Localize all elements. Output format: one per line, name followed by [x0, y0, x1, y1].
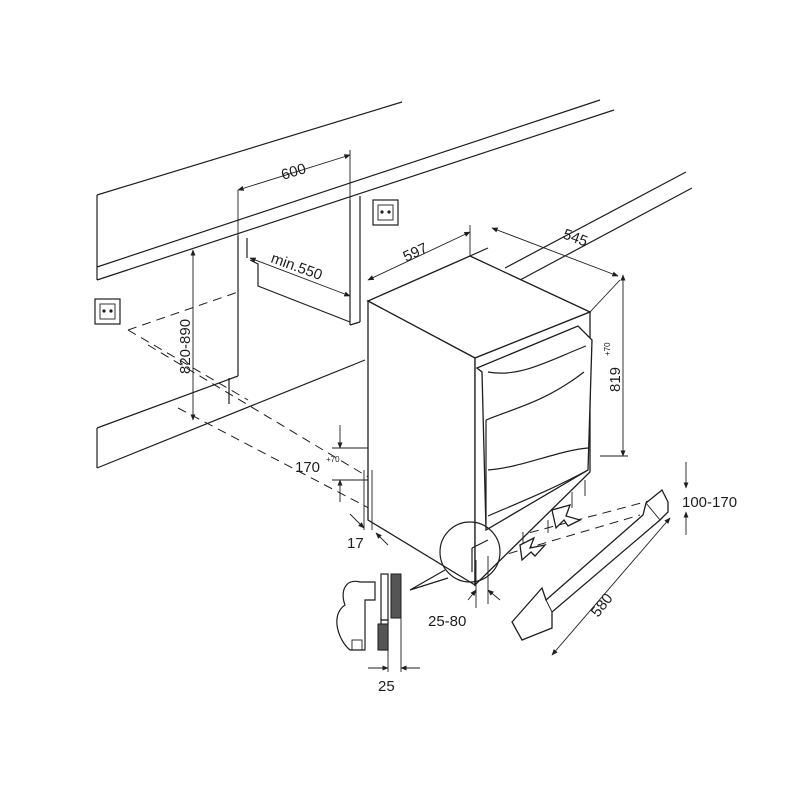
- dim-170-label: 170: [295, 459, 320, 476]
- dim-100-170-label: 100-170: [682, 494, 737, 511]
- detail-magnifier: [409, 521, 501, 591]
- right-cabinet-panel: [349, 196, 361, 326]
- wall-socket-icon: [94, 298, 121, 325]
- dim-820-890-label: 820-890: [177, 319, 194, 374]
- dim-580-label: 580: [588, 590, 617, 620]
- dim-597-label: 597: [401, 240, 431, 266]
- left-cabinet-panel: [228, 236, 248, 404]
- dim-545-label: 545: [561, 226, 590, 251]
- dim-600-label: 600: [279, 160, 308, 184]
- door-panel-top: [390, 573, 402, 619]
- unit-top-edges: [469, 247, 621, 313]
- dim-25-label: 25: [378, 678, 395, 695]
- dim-819-superscript: +70: [603, 342, 612, 356]
- door-detail-view: [336, 573, 402, 672]
- fridge-appliance: [366, 255, 593, 587]
- door-panel-bottom: [377, 623, 389, 651]
- countertop: [96, 99, 615, 281]
- dimension-lines: [190, 150, 689, 671]
- dim-17-label: 17: [347, 535, 364, 552]
- dim-min-550-label: min.550: [269, 250, 325, 284]
- dim-25-80-label: 25-80: [428, 613, 466, 630]
- wall-socket-icon: [372, 199, 399, 226]
- dim-170-superscript: +70: [326, 455, 340, 464]
- dim-819-label: 819: [607, 367, 624, 392]
